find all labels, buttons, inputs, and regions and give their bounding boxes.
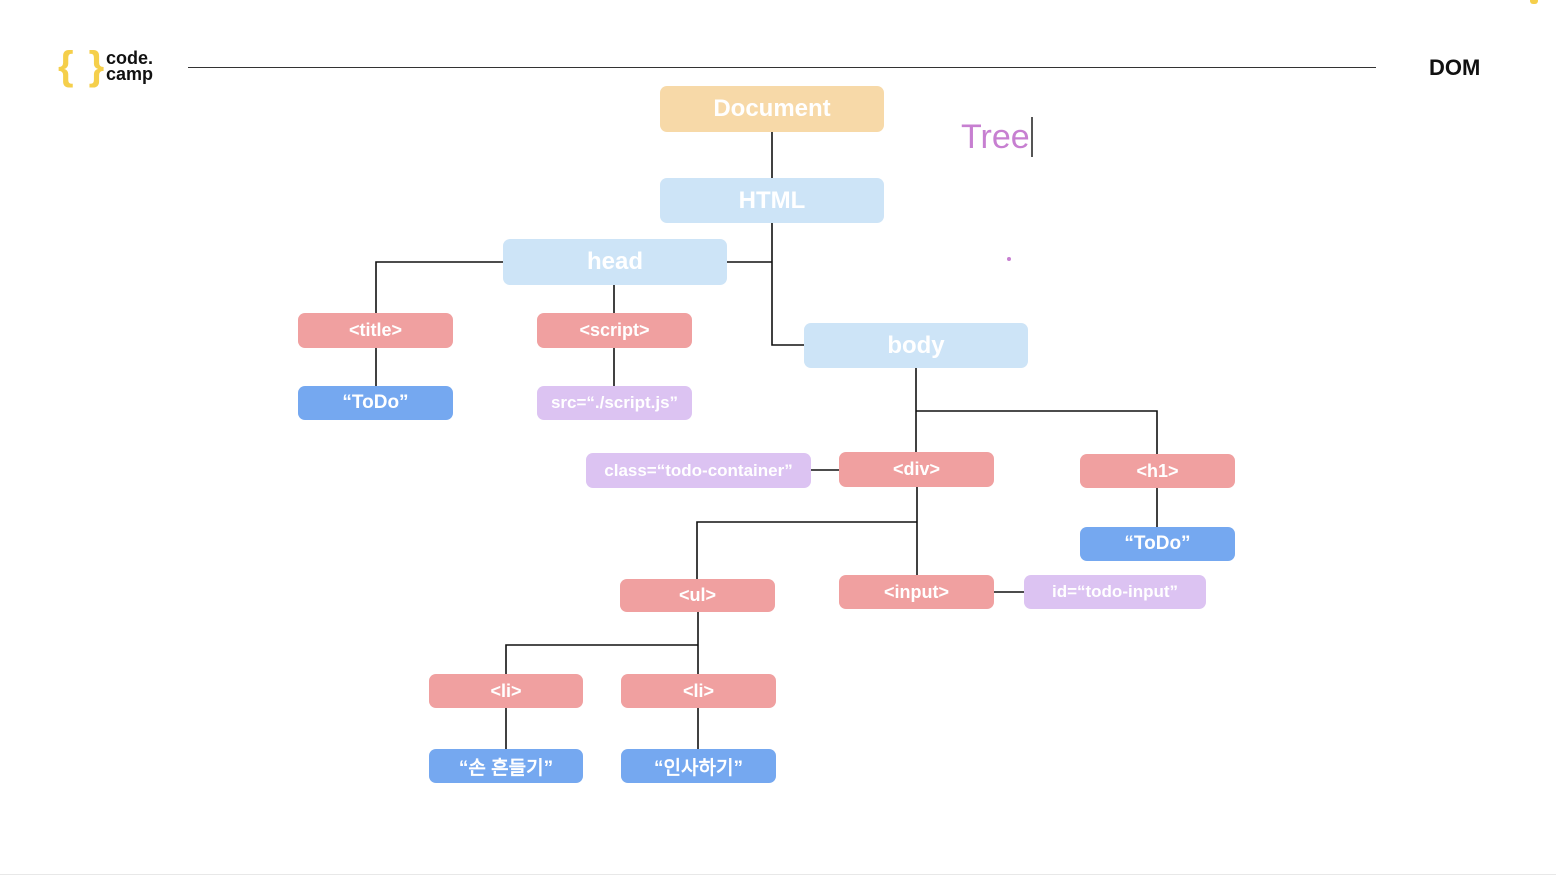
logo-braces-icon: { } bbox=[58, 44, 107, 88]
node-head: head bbox=[503, 239, 727, 285]
codecamp-logo: { } code. camp bbox=[58, 44, 168, 90]
node-div-class-attr: class=“todo-container” bbox=[586, 453, 811, 488]
node-input-id-attr: id=“todo-input” bbox=[1024, 575, 1206, 609]
node-script-src-attr: src=“./script.js” bbox=[537, 386, 692, 420]
node-div-tag: <div> bbox=[839, 452, 994, 487]
tree-annotation: Tree bbox=[961, 118, 1030, 156]
node-li-2-tag: <li> bbox=[621, 674, 776, 708]
node-body: body bbox=[804, 323, 1028, 368]
header-rule bbox=[188, 67, 1376, 68]
node-input-tag: <input> bbox=[839, 575, 994, 609]
edge-head-title bbox=[375, 261, 503, 313]
edge-html-body bbox=[771, 223, 804, 346]
edge-div-ul bbox=[696, 521, 917, 579]
node-li-1-tag: <li> bbox=[429, 674, 583, 708]
text-caret bbox=[1031, 117, 1033, 157]
annotation-dot bbox=[1007, 257, 1011, 261]
node-li-1-text: “손 흔들기” bbox=[429, 749, 583, 783]
edge-ul-li1 bbox=[505, 644, 698, 674]
node-h1-tag: <h1> bbox=[1080, 454, 1235, 488]
node-ul-tag: <ul> bbox=[620, 579, 775, 612]
node-html: HTML bbox=[660, 178, 884, 223]
node-document: Document bbox=[660, 86, 884, 132]
bottom-divider bbox=[0, 874, 1556, 875]
node-h1-text: “ToDo” bbox=[1080, 527, 1235, 561]
logo-line-1: code. bbox=[106, 48, 154, 68]
corner-mark bbox=[1530, 0, 1538, 4]
logo-line-2: camp bbox=[106, 64, 154, 84]
node-script-tag: <script> bbox=[537, 313, 692, 348]
edge-body-h1 bbox=[916, 410, 1158, 454]
page-title: DOM bbox=[1429, 55, 1481, 80]
node-title-tag: <title> bbox=[298, 313, 453, 348]
node-li-2-text: “인사하기” bbox=[621, 749, 776, 783]
node-title-text: “ToDo” bbox=[298, 386, 453, 420]
logo-text: code. camp bbox=[106, 48, 154, 84]
